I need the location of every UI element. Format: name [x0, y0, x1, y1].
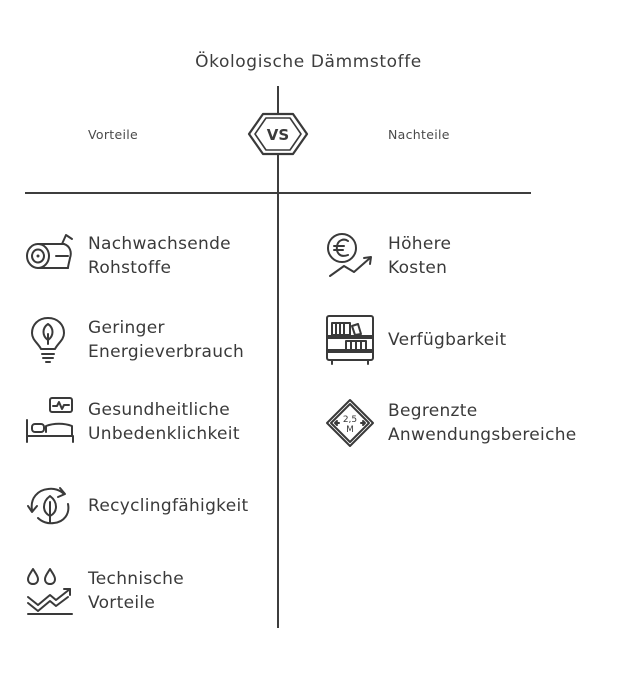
disadvantage-item-costs: Höhere Kosten	[324, 230, 451, 282]
recycle-leaf-icon	[27, 487, 70, 525]
advantage-item-technical: Technische Vorteile	[24, 565, 184, 617]
disadvantage-label: Höhere Kosten	[388, 234, 452, 278]
advantage-label: Technische Vorteile	[88, 569, 185, 613]
horizontal-divider	[25, 192, 531, 194]
vertical-divider	[277, 86, 279, 628]
eco-bulb-icon	[31, 317, 65, 363]
advantage-item-recycling: Recyclingfähigkeit	[24, 480, 248, 532]
advantage-item-health: Gesundheitliche Unbedenklichkeit	[24, 396, 240, 448]
euro-rising-icon	[327, 233, 372, 277]
advantage-label: Recyclingfähigkeit	[88, 496, 249, 516]
diagram-title: Ökologische Dämmstoffe	[195, 52, 422, 72]
height-limit-icon: 2,5 M	[326, 399, 374, 447]
column-heading-advantages: Vorteile	[88, 127, 138, 142]
advantage-item-renewable: Nachwachsende Rohstoffe	[24, 230, 231, 282]
bed-heartbeat-icon	[26, 397, 74, 443]
drops-growth-icon	[27, 568, 73, 615]
advantage-item-energy: Geringer Energieverbrauch	[24, 314, 244, 366]
height-limit-value: 2,5	[343, 415, 357, 425]
height-limit-unit: M	[346, 425, 354, 435]
log-icon	[26, 234, 73, 269]
vs-text: VS	[267, 126, 289, 144]
disadvantage-item-applications: 2,5 M Begrenzte Anwendungsbereiche	[324, 397, 577, 449]
advantage-label: Nachwachsende Rohstoffe	[88, 234, 231, 278]
disadvantage-item-availability: Verfügbarkeit	[324, 314, 507, 366]
vs-badge: VS	[247, 112, 309, 156]
disadvantage-label: Verfügbarkeit	[388, 330, 507, 350]
shelf-icon	[326, 315, 374, 365]
advantage-label: Geringer Energieverbrauch	[88, 318, 245, 362]
advantage-label: Gesundheitliche Unbedenklichkeit	[88, 400, 240, 444]
disadvantage-label: Begrenzte Anwendungsbereiche	[388, 401, 577, 445]
column-heading-disadvantages: Nachteile	[388, 127, 450, 142]
